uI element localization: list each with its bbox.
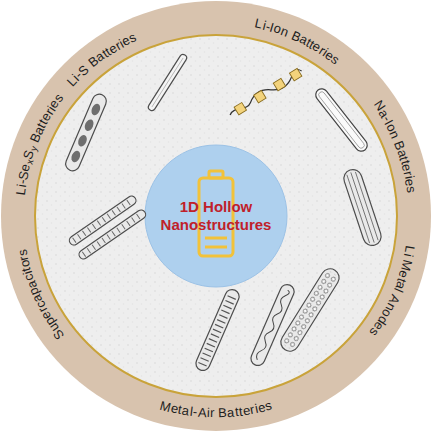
label-glyph: s bbox=[403, 186, 419, 195]
application-label: Supercapacitors bbox=[15, 245, 66, 342]
application-label: Li Metal Anodes bbox=[367, 242, 417, 340]
label-glyph: A bbox=[197, 405, 207, 421]
core-circle: 1D Hollow Nanostructures bbox=[144, 144, 288, 288]
core-title: 1D Hollow Nanostructures bbox=[157, 198, 275, 234]
application-label: Li-SexSy Batteries bbox=[13, 90, 66, 198]
label-glyph bbox=[214, 405, 218, 420]
application-label: Li-S Batteries bbox=[65, 30, 140, 89]
inner-disc bbox=[35, 35, 397, 397]
application-label: Metal-Air Batteries bbox=[158, 398, 276, 420]
application-label: Na-Ion Batteries bbox=[372, 98, 419, 197]
application-label: Li-Ion Batteries bbox=[252, 16, 344, 67]
label-glyph: i bbox=[206, 405, 210, 420]
label-glyph: r bbox=[210, 405, 215, 420]
core-disc bbox=[145, 145, 287, 287]
label-glyph: B bbox=[218, 405, 227, 420]
